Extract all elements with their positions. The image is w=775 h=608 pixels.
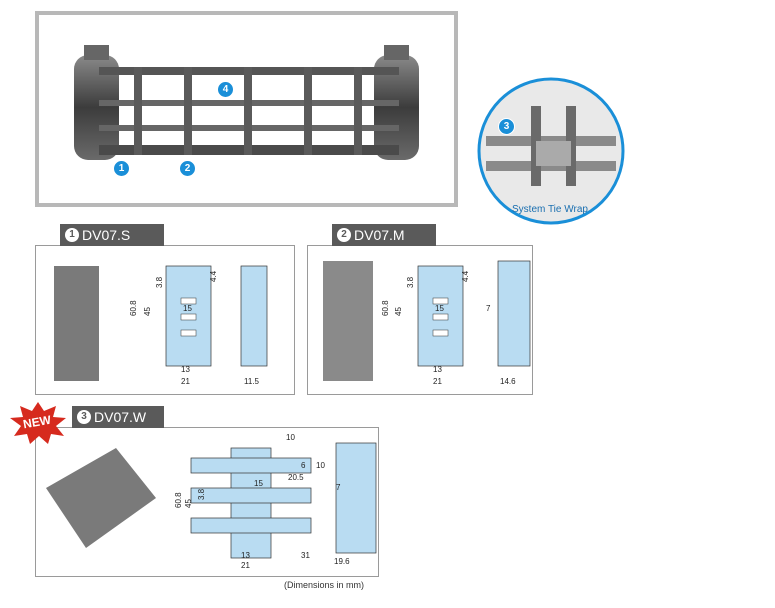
tie-wrap-illustration bbox=[477, 77, 625, 225]
product-panel-dv07m: 60.8 45 3.8 4.4 15 13 21 14.6 7 bbox=[307, 245, 533, 395]
tab-label: DV07.S bbox=[82, 227, 131, 243]
tie-wrap-label: System Tie Wrap bbox=[512, 204, 588, 215]
svg-text:19.6: 19.6 bbox=[334, 557, 350, 566]
svg-text:15: 15 bbox=[435, 304, 444, 313]
tab-dv07s: 1 DV07.S bbox=[60, 224, 164, 246]
svg-text:4.4: 4.4 bbox=[461, 270, 470, 282]
cable-carrier-illustration bbox=[74, 45, 419, 160]
dimensions-note: (Dimensions in mm) bbox=[284, 580, 365, 590]
tab-dv07m: 2 DV07.M bbox=[332, 224, 436, 246]
svg-text:14.6: 14.6 bbox=[500, 377, 516, 386]
tab-number: 2 bbox=[337, 228, 351, 242]
tab-label: DV07.W bbox=[94, 409, 147, 425]
tab-dv07w: 3 DV07.W bbox=[72, 406, 164, 428]
product-panel-dv07s: 60.8 45 3.8 4.4 15 13 21 11.5 bbox=[35, 245, 295, 395]
svg-text:21: 21 bbox=[181, 377, 190, 386]
starburst-icon bbox=[10, 402, 66, 444]
svg-text:7: 7 bbox=[336, 483, 341, 492]
svg-text:10: 10 bbox=[316, 461, 325, 470]
svg-text:13: 13 bbox=[181, 365, 190, 374]
svg-text:21: 21 bbox=[241, 561, 250, 570]
svg-text:15: 15 bbox=[183, 304, 192, 313]
tie-wrap-detail: 3 System Tie Wrap bbox=[476, 76, 626, 226]
svg-text:3.8: 3.8 bbox=[155, 276, 164, 288]
svg-text:60.8: 60.8 bbox=[174, 492, 183, 508]
svg-text:20.5: 20.5 bbox=[288, 473, 304, 482]
tab-number: 3 bbox=[77, 410, 91, 424]
dv07m-drawing: 60.8 45 3.8 4.4 15 13 21 14.6 7 bbox=[323, 260, 531, 386]
svg-text:45: 45 bbox=[143, 307, 152, 316]
tab-label: DV07.M bbox=[354, 227, 405, 243]
svg-text:3.8: 3.8 bbox=[197, 488, 206, 500]
dv07w-drawing: 60.8 45 3.8 15 13 21 31 10 6 10 20.5 19.… bbox=[46, 433, 377, 570]
svg-text:60.8: 60.8 bbox=[381, 300, 390, 316]
svg-text:6: 6 bbox=[301, 461, 306, 470]
new-badge: NEW bbox=[8, 402, 68, 444]
tab-number: 1 bbox=[65, 228, 79, 242]
svg-text:15: 15 bbox=[254, 479, 263, 488]
svg-text:45: 45 bbox=[394, 307, 403, 316]
svg-text:4.4: 4.4 bbox=[209, 270, 218, 282]
callout-3: 3 bbox=[498, 118, 515, 135]
callout-2: 2 bbox=[179, 160, 196, 177]
svg-text:3.8: 3.8 bbox=[406, 276, 415, 288]
callout-1: 1 bbox=[113, 160, 130, 177]
svg-text:45: 45 bbox=[184, 499, 193, 508]
svg-text:21: 21 bbox=[433, 377, 442, 386]
svg-text:11.5: 11.5 bbox=[244, 377, 260, 386]
svg-text:31: 31 bbox=[301, 551, 310, 560]
svg-text:10: 10 bbox=[286, 433, 295, 442]
svg-text:7: 7 bbox=[486, 304, 491, 313]
product-panel-dv07w: 60.8 45 3.8 15 13 21 31 10 6 10 20.5 19.… bbox=[35, 427, 379, 577]
svg-text:60.8: 60.8 bbox=[129, 300, 138, 316]
dv07s-drawing: 60.8 45 3.8 4.4 15 13 21 11.5 bbox=[54, 265, 268, 386]
svg-text:13: 13 bbox=[433, 365, 442, 374]
hero-image-frame: 1 2 4 bbox=[35, 11, 458, 207]
callout-4: 4 bbox=[217, 81, 234, 98]
svg-text:13: 13 bbox=[241, 551, 250, 560]
